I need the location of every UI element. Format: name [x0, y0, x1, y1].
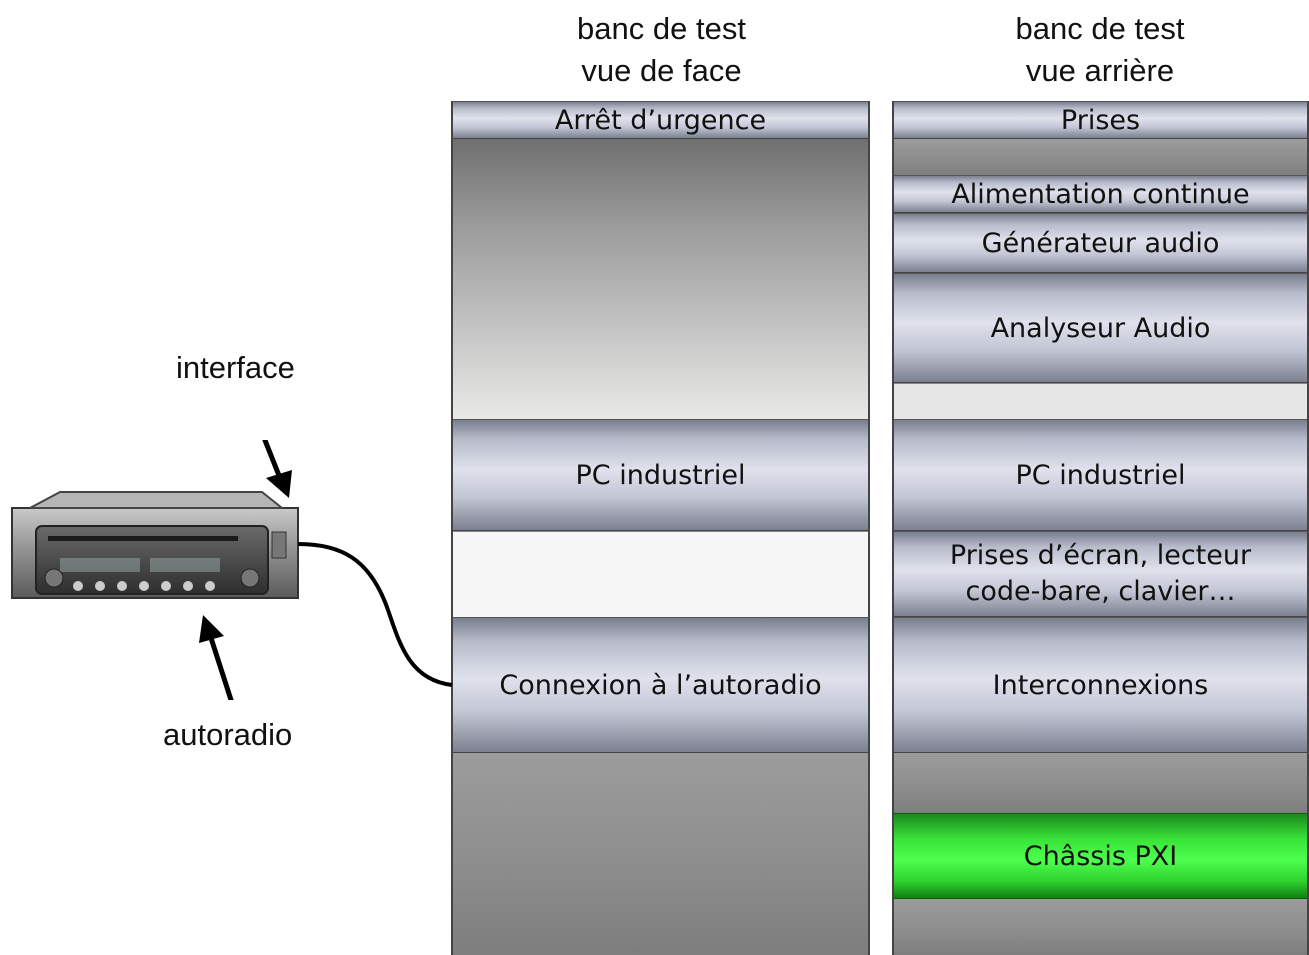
back-view-title: banc de test vue arrière — [891, 8, 1309, 92]
back-sockets-panel: Prises — [894, 101, 1307, 139]
front-view-title: banc de test vue de face — [452, 8, 871, 92]
back-pxi-chassis-panel: Châssis PXI — [894, 813, 1307, 899]
connection-cable — [297, 542, 453, 687]
front-blank-panel-middle — [453, 531, 868, 619]
back-screen-sockets-line2: code-bare, clavier… — [965, 576, 1236, 607]
back-blank-panel-4 — [894, 899, 1307, 955]
car-radio-device-icon — [11, 491, 299, 599]
front-title-line2: vue de face — [581, 53, 742, 88]
back-screen-sockets-line1: Prises d’écran, lecteur — [949, 540, 1252, 571]
front-industrial-pc-panel: PC industriel — [453, 419, 868, 531]
car-radio-label: autoradio — [163, 717, 293, 752]
back-pxi-chassis-label: Châssis PXI — [1023, 840, 1178, 872]
car-radio-arrow-icon — [199, 615, 234, 700]
front-industrial-pc-label: PC industriel — [575, 459, 746, 491]
back-interconnections-label: Interconnexions — [992, 669, 1209, 701]
back-dc-power-label: Alimentation continue — [951, 178, 1250, 210]
back-sockets-label: Prises — [1060, 104, 1141, 136]
back-blank-panel-3 — [894, 753, 1307, 813]
front-view-rack: Arrêt d’urgence PC industriel Connexion … — [451, 101, 870, 955]
interface-arrow-icon — [262, 440, 292, 498]
front-blank-panel-top — [453, 139, 868, 419]
front-title-line1: banc de test — [577, 11, 746, 46]
back-industrial-pc-panel: PC industriel — [894, 419, 1307, 531]
front-radio-connection-panel: Connexion à l’autoradio — [453, 617, 868, 753]
front-emergency-stop-panel: Arrêt d’urgence — [453, 101, 868, 139]
back-blank-panel-2 — [894, 383, 1307, 421]
back-blank-panel-1 — [894, 139, 1307, 175]
back-title-line1: banc de test — [1015, 11, 1185, 46]
front-emergency-stop-label: Arrêt d’urgence — [554, 104, 767, 136]
back-interconnections-panel: Interconnexions — [894, 617, 1307, 753]
back-audio-generator-label: Générateur audio — [981, 227, 1220, 259]
back-view-rack: Prises Alimentation continue Générateur … — [892, 101, 1309, 955]
back-industrial-pc-label: PC industriel — [1015, 459, 1186, 491]
back-audio-analyzer-panel: Analyseur Audio — [894, 273, 1307, 383]
back-dc-power-panel: Alimentation continue — [894, 175, 1307, 213]
front-radio-connection-label: Connexion à l’autoradio — [499, 669, 822, 701]
front-blank-panel-bottom — [453, 753, 868, 955]
back-title-line2: vue arrière — [1025, 53, 1175, 88]
back-screen-sockets-panel: Prises d’écran, lecteur code-bare, clavi… — [894, 531, 1307, 617]
interface-label: interface — [176, 350, 295, 385]
car-radio-illustration — [11, 440, 453, 700]
back-audio-generator-panel: Générateur audio — [894, 213, 1307, 273]
back-audio-analyzer-label: Analyseur Audio — [990, 312, 1211, 344]
